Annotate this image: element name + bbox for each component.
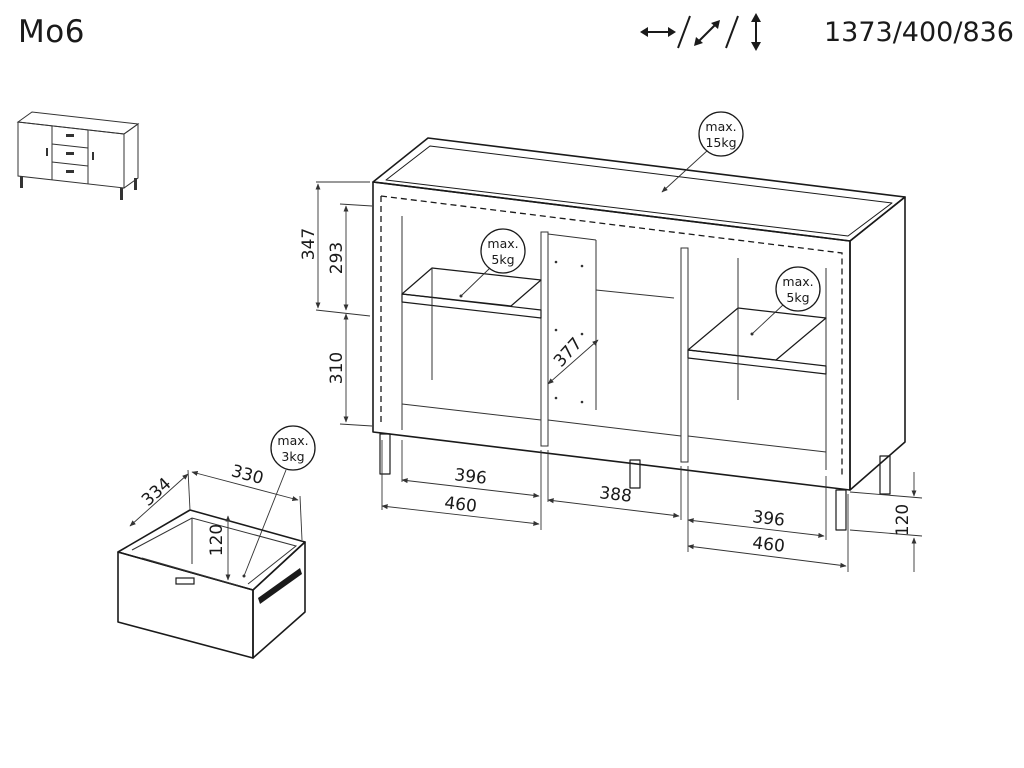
dim-377: 377 (550, 334, 587, 371)
drawer-handle (175, 577, 195, 585)
dim-460-right: 460 (751, 533, 786, 557)
product-title: Mo6 (18, 14, 85, 50)
dimensions-value: 1373/400/836 (824, 16, 1014, 48)
drawer-drawing (117, 509, 306, 659)
dim-460-left: 460 (443, 493, 478, 517)
dim-334: 334 (138, 474, 175, 511)
load-badge-left-shelf: max. 5kg (460, 228, 526, 297)
svg-text:max.: max. (782, 274, 813, 289)
svg-text:5kg: 5kg (786, 290, 809, 305)
depth-arrow-icon (694, 20, 720, 46)
left-vertical-dimensions: 347 293 310 (299, 181, 373, 427)
svg-text:5kg: 5kg (491, 252, 514, 267)
svg-text:max.: max. (487, 236, 518, 251)
overall-dimensions: 1373/400/836 (638, 10, 1014, 54)
dim-347: 347 (299, 228, 319, 260)
dim-120-drawer: 120 (207, 524, 227, 556)
dim-293: 293 (327, 242, 347, 274)
dim-388: 388 (598, 483, 633, 507)
load-badge-top: max. 15kg (661, 111, 744, 193)
drawer-runner (258, 568, 302, 604)
dim-330: 330 (229, 461, 266, 489)
dim-396-right: 396 (751, 507, 786, 531)
load-badge-drawer: max. 3kg (243, 425, 316, 577)
svg-text:15kg: 15kg (705, 135, 736, 150)
sideboard-thumbnail (16, 111, 140, 200)
diagonal-dimension: 377 (547, 334, 599, 385)
leg-height-dimension: 120 (849, 472, 923, 572)
width-arrow-icon (640, 27, 676, 37)
load-badge-right-shelf: max. 5kg (751, 266, 821, 335)
dimension-legend-icons (640, 13, 761, 51)
dim-310: 310 (327, 352, 347, 384)
dim-396-left: 396 (453, 465, 488, 489)
svg-text:3kg: 3kg (281, 449, 304, 464)
svg-text:max.: max. (705, 119, 736, 134)
separator-slash (725, 15, 739, 49)
separator-slash (677, 15, 691, 49)
cabinet-body (372, 137, 906, 531)
width-dimensions: 396 460 388 396 460 (381, 440, 849, 572)
dim-120-leg: 120 (893, 504, 913, 536)
height-arrow-icon (751, 13, 761, 51)
svg-text:max.: max. (277, 433, 308, 448)
